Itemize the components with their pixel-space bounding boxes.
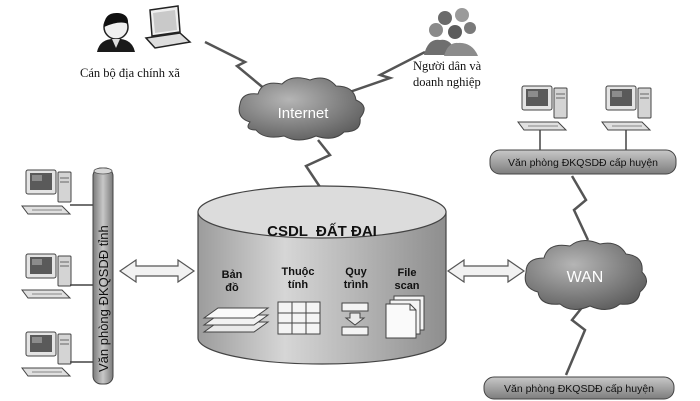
district-top-desktop-computer-icon-2: [601, 85, 652, 131]
citizens-label-line1: Người dân và: [413, 59, 482, 73]
district-office-top-label: Văn phòng ĐKQSDĐ cấp huyện: [508, 157, 658, 169]
province-office-label: Văn phòng ĐKQSDĐ tỉnh: [96, 225, 111, 372]
component-scan-line2: scan: [394, 280, 419, 292]
people-group-icon: [424, 8, 478, 56]
wan-cloud: WAN: [524, 240, 647, 310]
wan-label: WAN: [567, 269, 604, 286]
map-layers-icon: [202, 307, 270, 333]
commune-officer-group: Cán bộ địa chính xã: [80, 5, 192, 80]
link-officer-internet: [204, 40, 267, 91]
district-top-desktop-computer-icon-1: [517, 85, 568, 131]
district-office-bottom-label: Văn phòng ĐKQSDĐ cấp huyện: [504, 383, 654, 395]
attribute-table-icon: [277, 301, 321, 335]
commune-officer-label: Cán bộ địa chính xã: [80, 66, 180, 80]
component-map-line2: đồ: [225, 282, 239, 294]
province-desktop-computer-icon-2: [21, 253, 72, 299]
link-internet-database: [304, 139, 332, 191]
citizens-group: Người dân và doanh nghiệp: [413, 8, 482, 89]
component-attribute-line2: tính: [288, 279, 308, 291]
district-office-top-bar: [489, 149, 677, 175]
component-process-line2: trình: [344, 279, 369, 291]
citizens-label-line2: doanh nghiệp: [413, 75, 481, 89]
component-attribute-line1: Thuộc: [282, 266, 315, 278]
province-desktop-computer-icon-1: [21, 169, 72, 215]
arrow-database-wan: [446, 258, 526, 284]
laptop-icon: [144, 5, 192, 49]
land-database-cylinder: CSDL ĐẤT ĐAI Bản đồ Thuộc tính Quy trình…: [197, 185, 447, 365]
province-desktop-computer-icon-3: [21, 331, 72, 377]
district-office-bottom-group: Văn phòng ĐKQSDĐ cấp huyện: [483, 376, 675, 400]
component-process-line1: Quy: [345, 266, 367, 278]
component-map-line1: Bản: [222, 269, 243, 281]
link-citizens-internet: [337, 50, 426, 98]
link-wan-district-bottom: [564, 299, 589, 376]
database-title: CSDL ĐẤT ĐAI: [267, 223, 377, 240]
internet-cloud: Internet: [238, 77, 365, 141]
arrow-province-database: [118, 258, 196, 284]
internet-label: Internet: [278, 105, 330, 122]
component-scan-line1: File: [398, 267, 417, 279]
district-office-top-group: Văn phòng ĐKQSDĐ cấp huyện: [489, 85, 677, 175]
connection-links: [204, 40, 590, 376]
link-district-top-wan: [570, 175, 590, 241]
officer-person-icon: [97, 12, 135, 52]
scanned-files-icon: [385, 295, 425, 339]
province-office-group: Văn phòng ĐKQSDĐ tỉnh: [21, 167, 114, 385]
district-office-bottom-bar: [483, 376, 675, 400]
process-flow-icon: [341, 302, 369, 336]
